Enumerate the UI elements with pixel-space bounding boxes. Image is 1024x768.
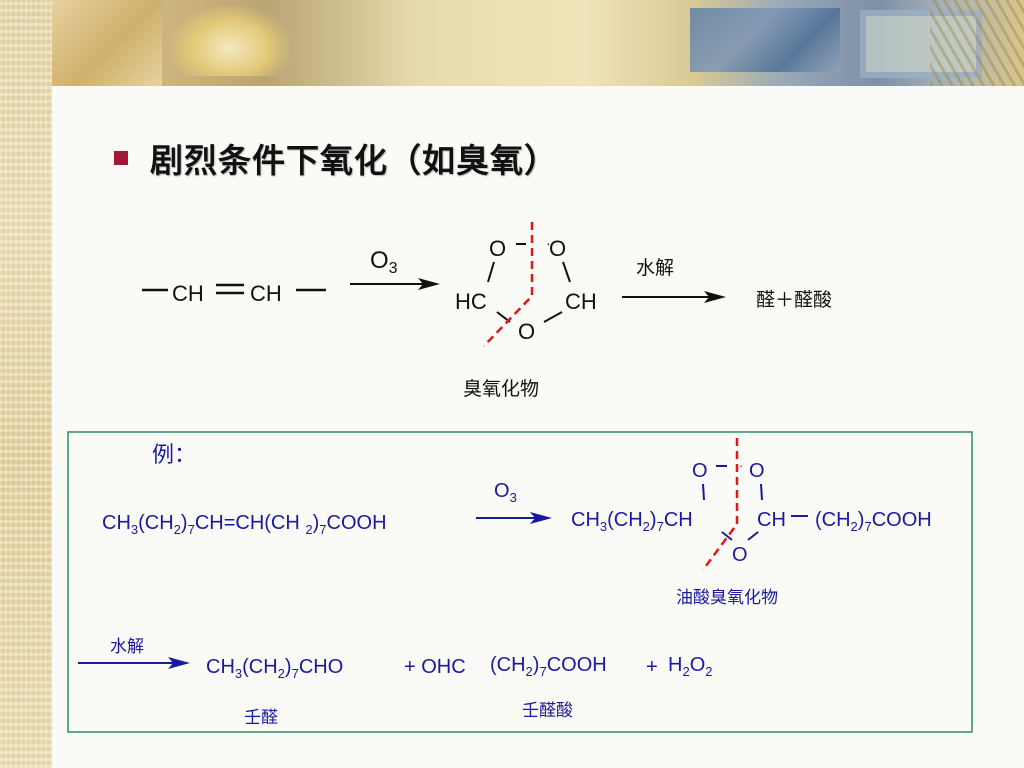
example-arrow-2-head: [168, 657, 190, 669]
o-o-bond-dot: ·: [546, 235, 551, 251]
ozonide-o-top-left: O: [489, 236, 506, 261]
example-ozonide-o-top-right: O: [749, 460, 765, 482]
products-label: 醛＋醛酸: [756, 289, 832, 311]
banner-corner-decoration: [52, 0, 162, 86]
ozonide-o-bottom: O: [518, 319, 535, 344]
product-nonanal: CH3(CH2)7CHO: [206, 656, 343, 681]
example-bond-o-ch-left: [702, 483, 705, 501]
example-reagent-ozone: O3: [494, 480, 517, 505]
square-bullet-icon: [114, 151, 128, 165]
example-arrow-1-head: [530, 512, 552, 524]
ozonide-hc: HC: [455, 289, 487, 314]
example-hydrolysis-label: 水解: [110, 637, 144, 657]
example-o-o-dot: ·: [739, 458, 743, 473]
ozonide-ch: CH: [565, 289, 597, 314]
banner-blue-decoration: [690, 8, 840, 72]
product-nonanal-label: 壬醛: [244, 708, 278, 728]
reagent-ozone: O3: [370, 247, 398, 277]
slide-title: 剧烈条件下氧化（如臭氧）: [150, 141, 558, 180]
product-acid-chain: (CH2)7COOH: [490, 654, 607, 679]
reactant-ch-left: CH: [172, 281, 204, 306]
banner-wheat-decoration: [930, 0, 1024, 86]
cleavage-line: [483, 222, 534, 347]
example-ozonide-right: (CH2)7COOH: [815, 509, 932, 534]
reactant-ch-right: CH: [250, 281, 282, 306]
bond-o-hc: [487, 261, 495, 283]
example-bond-o-ch-right: [760, 483, 763, 501]
hydrolysis-label-1: 水解: [636, 257, 674, 279]
example-label: 例：: [152, 443, 196, 468]
example-bond-ch-o-left: [721, 531, 733, 541]
example-ozonide-ch: CH: [757, 509, 786, 531]
bond-o-ch: [562, 261, 571, 283]
plus-ohc: + OHC: [404, 656, 466, 678]
decorative-left-strip: [0, 0, 52, 768]
arrow-2-head: [704, 291, 726, 303]
example-reaction: CH3(CH2)7CH=CH(CH 2)7COOH O3 CH3(CH2)7CH…: [78, 438, 932, 728]
example-ozonide-left: CH3(CH2)7CH: [571, 509, 693, 534]
product-peroxide: H2O2: [668, 654, 712, 679]
ozonide-label: 臭氧化物: [463, 378, 539, 400]
top-reaction: CH CH O3 O · O HC CH O 臭氧化物 水解 醛＋醛酸: [142, 222, 832, 400]
example-box: [67, 431, 973, 733]
title-row: 剧烈条件下氧化（如臭氧）: [114, 136, 558, 180]
oleic-acid-formula: CH3(CH2)7CH=CH(CH 2)7COOH: [102, 512, 387, 537]
plus-peroxide: +: [646, 656, 658, 678]
example-ozonide-o-bottom: O: [732, 544, 748, 566]
banner-leaf-decoration: [170, 6, 290, 76]
arrow-1-head: [418, 278, 440, 290]
example-ozonide-o-top-left: O: [692, 460, 708, 482]
ozonide-o-top-right: O: [549, 236, 566, 261]
example-ozonide-label: 油酸臭氧化物: [676, 588, 778, 608]
example-bond-ch-o-right: [747, 531, 759, 541]
product-acid-label: 壬醛酸: [522, 701, 573, 721]
banner-frame-decoration: [860, 10, 982, 78]
bond-ch-o: [543, 311, 563, 323]
example-cleavage-line: [701, 438, 739, 571]
